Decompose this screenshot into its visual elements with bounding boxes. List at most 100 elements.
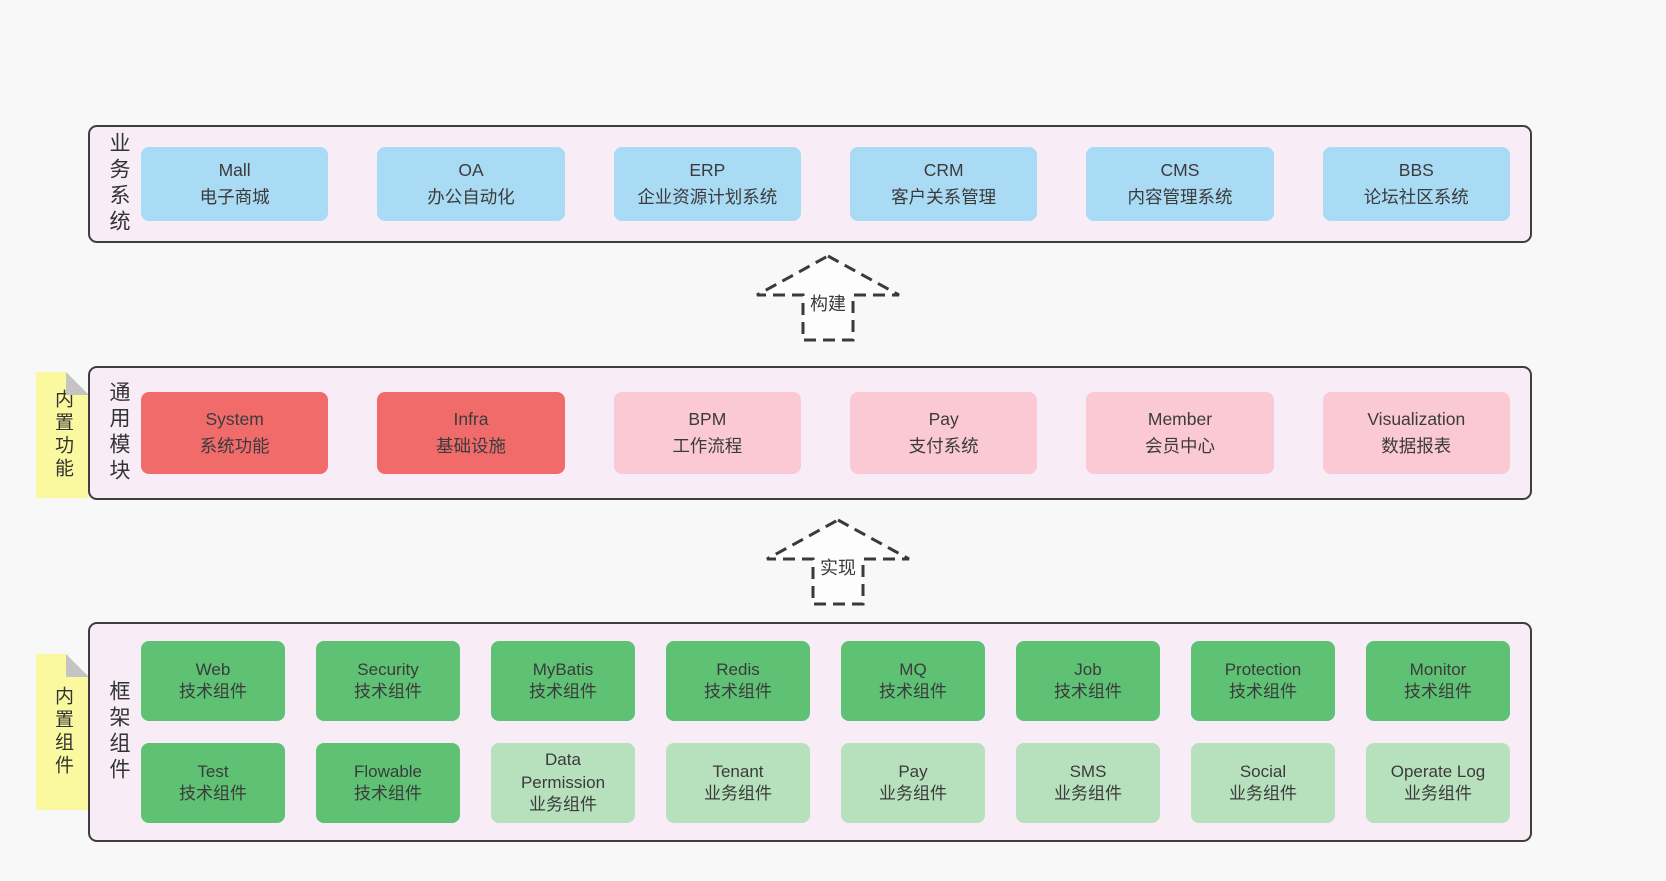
- box-name: Social: [1239, 761, 1287, 781]
- box-name: Data Permission: [520, 750, 606, 792]
- box-desc: 电子商城: [199, 187, 270, 207]
- box-name: Operate Log: [1390, 761, 1486, 781]
- box-flowable: Flowable 技术组件: [316, 743, 460, 823]
- box-job: Job 技术组件: [1016, 641, 1160, 721]
- box-cms: CMS 内容管理系统: [1086, 147, 1274, 221]
- box-desc: 技术组件: [1404, 682, 1472, 701]
- box-desc: 技术组件: [1229, 682, 1297, 701]
- box-security: Security 技术组件: [316, 641, 460, 721]
- box-name: Pay: [928, 408, 959, 429]
- business-boxes: Mall 电子商城 OA 办公自动化 ERP 企业资源计划系统 CRM 客户关系…: [141, 147, 1510, 221]
- box-bpm: BPM 工作流程: [613, 392, 801, 474]
- layer-common-modules: 通用模块 System 系统功能 Infra 基础设施 BPM 工作流程 Pay…: [88, 366, 1532, 500]
- box-mall: Mall 电子商城: [141, 147, 329, 221]
- box-name: Test: [197, 761, 229, 781]
- layer-label-business-systems: 业务系统: [107, 132, 130, 236]
- box-desc: 业务组件: [1229, 784, 1297, 803]
- box-name: System: [205, 408, 264, 429]
- box-pay-component: Pay 业务组件: [841, 743, 985, 823]
- box-name: Infra: [453, 408, 489, 429]
- implement-arrow-icon: 实现: [766, 518, 910, 606]
- box-name: Visualization: [1367, 408, 1466, 429]
- layer-label-framework-components: 框架组件: [107, 680, 130, 784]
- box-name: Tenant: [712, 761, 764, 781]
- sticky-tab-label: 内置功能: [52, 389, 73, 481]
- box-desc: 技术组件: [354, 682, 422, 701]
- box-desc: 基础设施: [435, 436, 506, 456]
- box-name: MQ: [899, 659, 927, 679]
- box-infra: Infra 基础设施: [377, 392, 565, 474]
- box-name: ERP: [689, 159, 726, 180]
- sticky-tab-built-in-components: 内置组件: [36, 654, 89, 810]
- box-desc: 技术组件: [179, 784, 247, 803]
- box-monitor: Monitor 技术组件: [1366, 641, 1510, 721]
- box-desc: 论坛社区系统: [1363, 187, 1469, 207]
- box-name: SMS: [1069, 761, 1107, 781]
- box-desc: 内容管理系统: [1127, 187, 1233, 207]
- box-desc: 业务组件: [704, 784, 772, 803]
- box-oa: OA 办公自动化: [377, 147, 565, 221]
- box-protection: Protection 技术组件: [1191, 641, 1335, 721]
- box-desc: 技术组件: [354, 784, 422, 803]
- box-name: Web: [195, 659, 231, 679]
- box-desc: 会员中心: [1144, 436, 1215, 456]
- box-desc: 企业资源计划系统: [637, 187, 778, 207]
- build-arrow-label: 构建: [810, 294, 846, 314]
- box-name: MyBatis: [532, 659, 594, 679]
- box-name: Job: [1074, 659, 1102, 679]
- box-desc: 技术组件: [704, 682, 772, 701]
- box-web: Web 技术组件: [141, 641, 285, 721]
- box-member: Member 会员中心: [1086, 392, 1274, 474]
- box-desc: 技术组件: [529, 682, 597, 701]
- framework-boxes: Web 技术组件 Security 技术组件 MyBatis 技术组件 Redi…: [141, 641, 1510, 823]
- box-name: CMS: [1160, 159, 1200, 180]
- box-desc: 技术组件: [179, 682, 247, 701]
- box-erp: ERP 企业资源计划系统: [613, 147, 801, 221]
- box-name: Redis: [716, 659, 760, 679]
- sticky-tab-label: 内置组件: [52, 686, 73, 778]
- box-name: Monitor: [1409, 659, 1467, 679]
- box-visualization: Visualization 数据报表: [1322, 392, 1510, 474]
- box-desc: 办公自动化: [427, 187, 515, 207]
- box-sms: SMS 业务组件: [1016, 743, 1160, 823]
- sticky-tab-built-in-functions: 内置功能: [36, 372, 89, 498]
- box-desc: 客户关系管理: [891, 187, 997, 207]
- box-desc: 业务组件: [879, 784, 947, 803]
- box-mq: MQ 技术组件: [841, 641, 985, 721]
- layer-label-common-modules: 通用模块: [107, 381, 130, 485]
- box-bbs: BBS 论坛社区系统: [1322, 147, 1510, 221]
- box-desc: 技术组件: [1054, 682, 1122, 701]
- box-system: System 系统功能: [141, 392, 329, 474]
- layer-business-systems: 业务系统 Mall 电子商城 OA 办公自动化 ERP 企业资源计划系统 CRM…: [88, 125, 1532, 243]
- box-desc: 系统功能: [199, 436, 270, 456]
- box-desc: 业务组件: [1054, 784, 1122, 803]
- box-name: BPM: [688, 408, 727, 429]
- implement-arrow-label: 实现: [820, 558, 856, 578]
- box-name: Member: [1147, 408, 1213, 429]
- box-name: Mall: [218, 159, 251, 180]
- box-pay-system: Pay 支付系统: [849, 392, 1038, 474]
- module-boxes: System 系统功能 Infra 基础设施 BPM 工作流程 Pay 支付系统…: [141, 392, 1510, 474]
- box-desc: 业务组件: [529, 795, 597, 815]
- box-redis: Redis 技术组件: [666, 641, 810, 721]
- box-name: OA: [458, 159, 484, 180]
- box-tenant: Tenant 业务组件: [666, 743, 810, 823]
- box-social: Social 业务组件: [1191, 743, 1335, 823]
- box-name: CRM: [923, 159, 964, 180]
- box-desc: 数据报表: [1381, 436, 1452, 456]
- box-test: Test 技术组件: [141, 743, 285, 823]
- box-name: Flowable: [353, 761, 423, 781]
- box-crm: CRM 客户关系管理: [849, 147, 1038, 221]
- layer-framework-components: 框架组件 Web 技术组件 Security 技术组件 MyBatis 技术组件…: [88, 622, 1532, 842]
- box-desc: 技术组件: [879, 682, 947, 701]
- box-desc: 支付系统: [908, 436, 979, 456]
- box-name: Pay: [898, 761, 928, 781]
- box-name: BBS: [1398, 159, 1434, 180]
- box-desc: 工作流程: [672, 436, 743, 456]
- box-name: Protection: [1224, 659, 1302, 679]
- build-arrow-icon: 构建: [756, 254, 900, 342]
- box-desc: 业务组件: [1404, 784, 1472, 803]
- box-name: Security: [357, 659, 419, 679]
- box-data-permission: Data Permission 业务组件: [491, 743, 635, 823]
